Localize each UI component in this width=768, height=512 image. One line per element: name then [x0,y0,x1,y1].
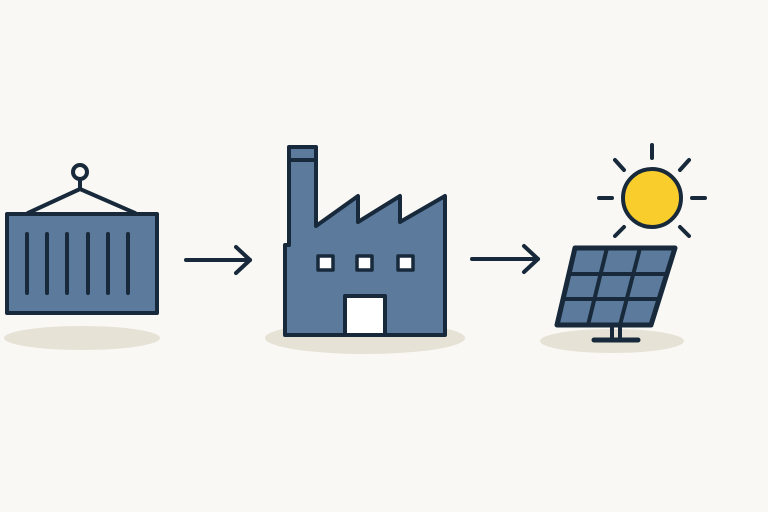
solar-panel-icon [540,245,684,353]
sun-icon [597,143,707,238]
arrow-right-icon [470,244,540,274]
shipping-container-icon [4,163,160,350]
arrow-right-icon [184,245,252,275]
factory-icon [265,145,465,354]
